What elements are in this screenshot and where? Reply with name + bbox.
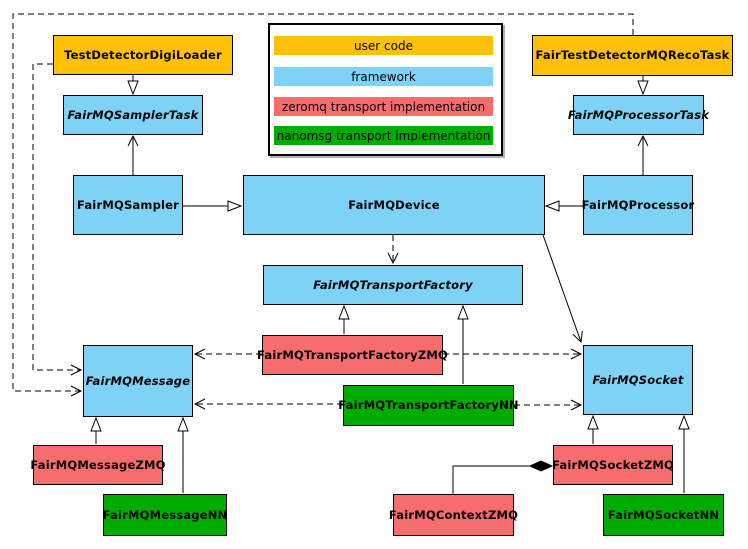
edge-contextzmq-socketzmq (452, 460, 554, 494)
class-box-fairtestdetectormqrecotask: FairTestDetectorMQRecoTask (532, 35, 733, 76)
class-box-fairmqprocessor: FairMQProcessor (582, 175, 694, 235)
class-box-fairmqsocketzmq: FairMQSocketZMQ (552, 445, 674, 485)
legend-item-zeromq: zeromq transport implementation (274, 97, 493, 116)
legend-item-framework: framework (274, 67, 493, 86)
class-box-fairmqmessagenn: FairMQMessageNN (103, 494, 227, 536)
class-box-fairmqsocketnn: FairMQSocketNN (603, 494, 724, 536)
class-box-fairmqsamplertask: FairMQSamplerTask (63, 95, 203, 135)
class-box-fairmqtransportfactorynn: FairMQTransportFactoryNN (338, 385, 519, 426)
class-box-fairmqtransportfactoryzmq: FairMQTransportFactoryZMQ (257, 335, 448, 375)
legend-item-nanomsg: nanomsg transport implementation (274, 126, 493, 145)
class-box-fairmqcontextzmq: FairMQContextZMQ (389, 494, 518, 536)
class-box-fairmqtransportfactory: FairMQTransportFactory (263, 265, 523, 305)
class-box-fairmqdevice: FairMQDevice (243, 175, 545, 235)
class-box-fairmqsocket: FairMQSocket (583, 345, 693, 415)
legend-item-user-code: user code (274, 36, 493, 55)
class-box-fairmqmessage: FairMQMessage (83, 345, 193, 417)
class-box-fairmqmessagezmq: FairMQMessageZMQ (30, 445, 165, 485)
edge-recotask-message (12, 13, 634, 397)
class-box-fairmqprocessortask: FairMQProcessorTask (568, 95, 709, 135)
edge-digiloader-message (32, 63, 83, 376)
class-box-testdetectordigiloader: TestDetectorDigiLoader (53, 35, 233, 75)
legend: user code framework zeromq transport imp… (268, 23, 503, 156)
edge-device-socket (542, 234, 583, 344)
class-box-fairmqsampler: FairMQSampler (73, 175, 183, 235)
